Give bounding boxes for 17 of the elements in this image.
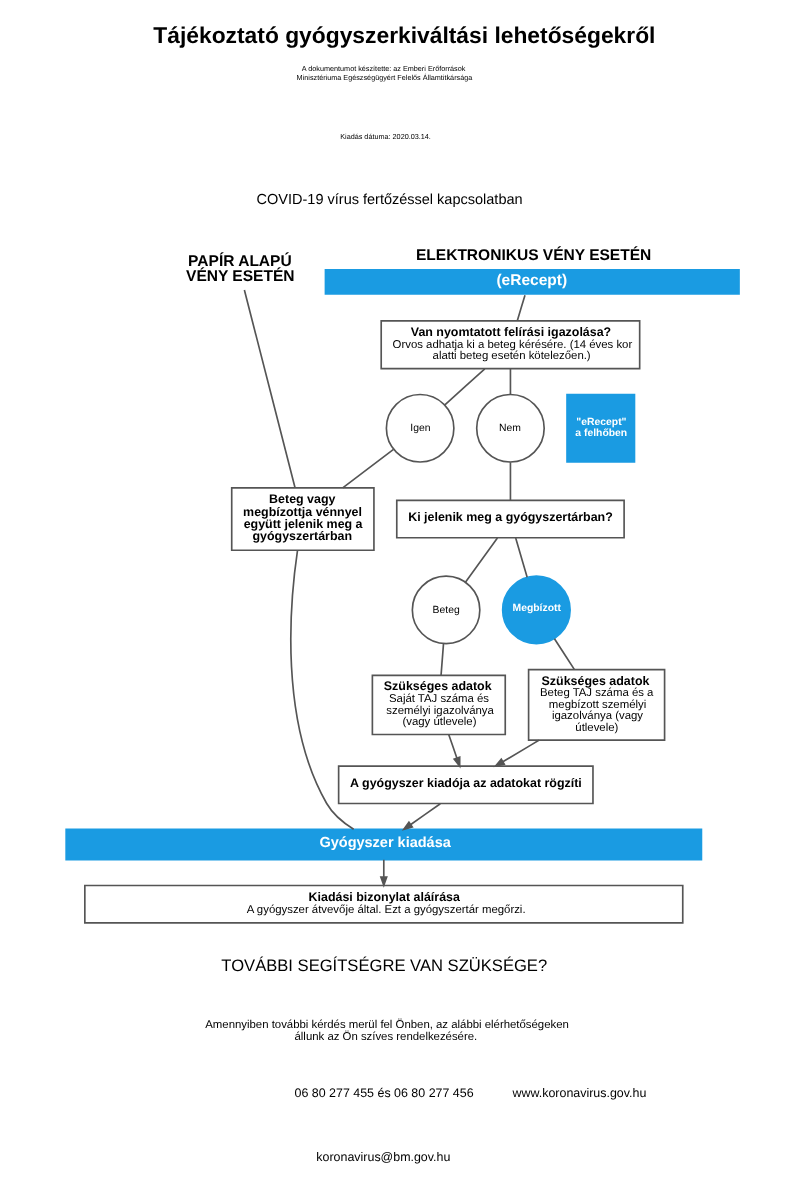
arrow (492, 739, 539, 768)
connector (513, 537, 527, 579)
connector (439, 642, 444, 676)
connector (242, 289, 295, 489)
connector (552, 637, 575, 671)
connector (515, 294, 525, 322)
arrow (400, 802, 441, 831)
connector (443, 368, 485, 406)
arrow (378, 858, 387, 888)
diagram-title: Tájékoztató gyógyszerkiváltási lehetőségekről (152, 25, 655, 50)
connector (340, 448, 394, 489)
connector (463, 537, 498, 583)
connector (508, 368, 511, 396)
label: TOVÁBBI SEGÍTSÉGRE VAN SZÜKSÉGE? (220, 955, 547, 976)
connector (289, 549, 354, 831)
arrow (446, 733, 460, 769)
connector (508, 461, 511, 501)
